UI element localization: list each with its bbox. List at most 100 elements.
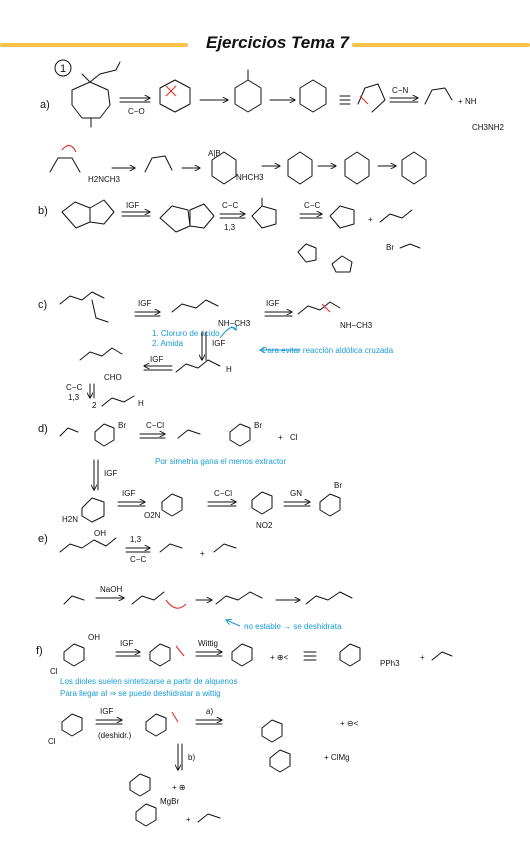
c-note-2: 2. Amida <box>152 339 184 348</box>
d-bromobenzene <box>319 493 341 517</box>
c-start <box>59 291 105 305</box>
page-title: Ejercicios Tema 7 <box>205 33 349 52</box>
a-ch3nh2-label: CH3NH2 <box>472 123 505 132</box>
svg-text:Br: Br <box>254 421 262 430</box>
f-aryl-7 <box>261 719 283 743</box>
f-aryl-9 <box>129 773 151 797</box>
f-igf-label: IGF <box>120 639 133 648</box>
d-aryl-1 <box>94 423 115 447</box>
a-product <box>401 151 427 185</box>
f-aryl-6 <box>145 713 167 737</box>
a-open-chain <box>357 83 386 113</box>
c-cc-label: C−C <box>66 383 82 392</box>
header-rule-right <box>352 43 530 47</box>
e-start <box>59 537 117 553</box>
a-nhch3-label: NHCH3 <box>236 173 264 182</box>
b-br-label: Br <box>386 243 394 252</box>
a-ring-2 <box>159 79 191 113</box>
c-aldol <box>79 347 123 361</box>
svg-text:+: + <box>278 433 283 442</box>
f-oh-label: OH <box>88 633 100 642</box>
a-ring-3 <box>234 79 262 113</box>
d-aryl-4 <box>161 493 183 517</box>
e-enone-product <box>305 591 353 605</box>
header: Ejercicios Tema 7 <box>0 33 530 54</box>
part-e-label: e) <box>38 533 48 545</box>
f-deshidr-label: (deshidr.) <box>98 731 132 740</box>
f-note-2: Para llegar al ⇒ se puede deshidratar a … <box>60 689 221 698</box>
header-rule-left <box>0 43 188 47</box>
e-naoh-label: NaOH <box>100 585 122 594</box>
e-note: no estable → se deshidrata <box>244 622 342 631</box>
a-cn-label: C−N <box>392 86 408 95</box>
part-c-label: c) <box>38 299 47 311</box>
f-igf2-label: IGF <box>100 707 113 716</box>
a-azepane-ring <box>71 81 111 119</box>
f-b-label: b) <box>188 753 195 762</box>
d-aryl-3 <box>81 497 105 523</box>
f-pph3-label: PPh3 <box>380 659 400 668</box>
c-igf3-label: IGF <box>212 339 225 348</box>
c-h-label: H <box>226 365 232 374</box>
f-aryl-3 <box>231 643 253 667</box>
c-cho-label: CHO <box>104 373 122 382</box>
c-intermediate-2 <box>297 301 341 315</box>
f-clmg-label: + ClMg <box>324 753 350 762</box>
b-enamine <box>297 243 317 263</box>
c-13-label: 1,3 <box>68 393 80 402</box>
d-h2n-label: H2N <box>62 515 78 524</box>
svg-text:Cl: Cl <box>48 737 56 746</box>
d-o2n-label: O2N <box>144 511 161 520</box>
d-aryl-5 <box>251 491 273 515</box>
b-bicycle-right <box>89 199 115 225</box>
e-ketone <box>213 543 237 553</box>
c-note-3: Para evitar reacción aldólica cruzada <box>262 346 394 355</box>
d-aryl-2 <box>229 423 251 447</box>
a-enolate <box>144 155 173 173</box>
e-13-label: 1,3 <box>130 535 142 544</box>
svg-text:H: H <box>138 399 144 408</box>
d-acyl <box>59 427 79 437</box>
f-aryl-4 <box>339 643 361 667</box>
b-cyclopentanone <box>251 205 277 229</box>
b-cc2-label: C−C <box>304 201 320 210</box>
d-no2-label: NO2 <box>256 521 273 530</box>
b-enolate <box>329 205 355 229</box>
exercise-e: e) OH 1,3 C−C + NaOH no estable → se des… <box>38 529 353 631</box>
c-2-label: 2 <box>92 401 97 410</box>
svg-text:+: + <box>420 653 425 662</box>
exercise-number: 1 <box>60 63 66 75</box>
exercise-f: f) Cl OH IGF Wittig + ⊕< PPh3 + Los diol… <box>36 633 453 827</box>
exercise-d: d) Br C−Cl Br + Cl Por simetría gana el … <box>38 421 342 530</box>
d-igf2-label: IGF <box>122 489 135 498</box>
e-aldol-adduct <box>215 591 263 605</box>
b-cyclopentanone-2 <box>331 255 353 273</box>
e-enolate <box>159 543 183 553</box>
d-gn-label: GN <box>290 489 302 498</box>
b-igf-label: IGF <box>126 201 139 210</box>
c-igf2-label: IGF <box>266 299 279 308</box>
f-cl-label: Cl <box>50 667 58 676</box>
svg-text:+ ⊕: + ⊕ <box>172 783 186 792</box>
a-enone <box>424 87 453 105</box>
a-h2nch3-label: H2NCH3 <box>88 175 121 184</box>
e-cc-label: C−C <box>130 555 146 564</box>
d-cl-label: Cl <box>290 433 298 442</box>
exercise-c: c) IGF NH−CH3 IGF NH−CH3 1. Cloruro de á… <box>38 291 394 410</box>
c-aldehyde <box>175 359 221 373</box>
f-acetone <box>431 651 453 661</box>
a-intermediate-1 <box>211 151 237 185</box>
exercise-b: b) IGF C−C 1,3 C−C + Br <box>38 197 421 273</box>
a-intermediate-2 <box>287 151 313 185</box>
b-acyl <box>379 209 413 223</box>
c-nhch3-label-2: NH−CH3 <box>340 321 373 330</box>
svg-text:+ ⊖<: + ⊖< <box>340 719 359 728</box>
f-aryl-8 <box>269 749 291 773</box>
b-13-label: 1,3 <box>224 223 236 232</box>
f-aryl-10 <box>135 803 157 827</box>
b-cc-label: C−C <box>222 201 238 210</box>
c-note-1: 1. Cloruro de ácido <box>152 329 220 338</box>
d-note: Por simetría gana el menos extractor <box>155 457 287 466</box>
svg-text:+: + <box>368 215 373 224</box>
